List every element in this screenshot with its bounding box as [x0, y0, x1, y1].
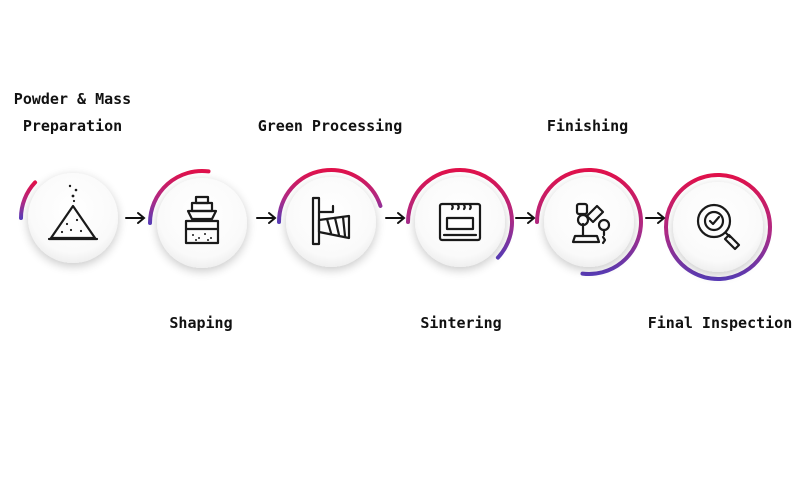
step-node-final-inspection: [664, 173, 772, 281]
step-label-powder: Powder & Mass Preparation: [13, 90, 132, 135]
step-label-green-processing: Green Processing: [257, 117, 403, 135]
step-label-final-inspection: Final Inspection: [647, 314, 793, 332]
magnifier-check-icon: [696, 203, 741, 251]
flow-arrow: [125, 212, 146, 224]
polishing-machine-icon: [571, 202, 611, 245]
drill-tool-icon: [311, 196, 351, 246]
progress-arc: [148, 169, 211, 225]
progress-arc: [664, 173, 772, 281]
step-disc: [673, 182, 763, 272]
powder-pile-icon: [47, 184, 99, 241]
flow-arrow: [385, 212, 406, 224]
step-node-powder: [19, 173, 118, 263]
progress-arc: [277, 168, 383, 224]
step-disc: [28, 173, 118, 263]
step-disc: [544, 177, 634, 267]
press-machine-icon: [184, 195, 220, 245]
progress-arc: [406, 168, 514, 260]
step-disc: [157, 178, 247, 268]
step-disc: [286, 177, 376, 267]
progress-arc: [19, 180, 38, 220]
flow-arrow: [256, 212, 277, 224]
step-node-green-processing: [277, 168, 383, 267]
step-node-finishing: [535, 168, 643, 276]
flow-arrow: [515, 212, 536, 224]
furnace-oven-icon: [438, 202, 482, 242]
step-node-shaping: [148, 169, 247, 268]
step-label-shaping: Shaping: [169, 314, 233, 332]
step-node-sintering: [406, 168, 514, 267]
progress-arc: [535, 168, 643, 276]
step-disc: [415, 177, 505, 267]
flow-arrow: [645, 212, 666, 224]
step-label-finishing: Finishing: [546, 117, 629, 135]
step-label-sintering: Sintering: [420, 314, 502, 332]
